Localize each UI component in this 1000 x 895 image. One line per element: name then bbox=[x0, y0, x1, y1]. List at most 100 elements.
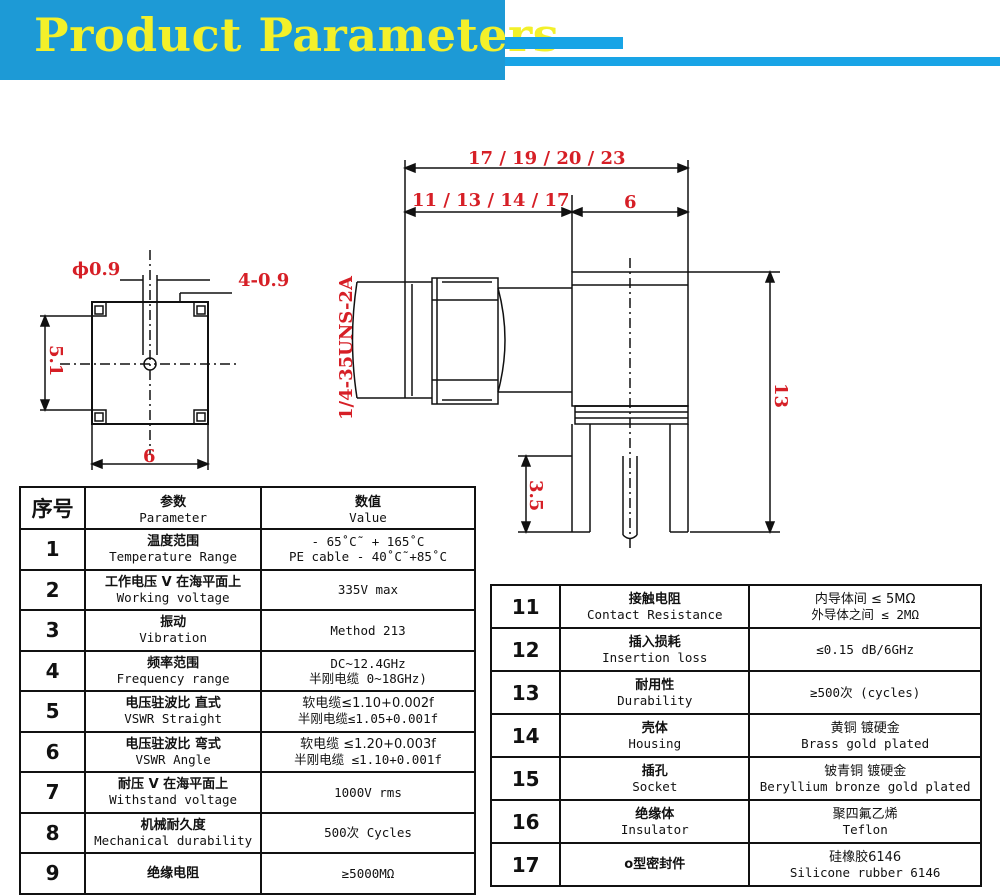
table-row: 9 绝缘电阻 ≥5000MΩ bbox=[18, 852, 477, 895]
parameter-zh: 绝缘体 bbox=[635, 806, 675, 822]
row-number: 2 bbox=[18, 568, 87, 611]
parameter-zh: 电压驻波比 弯式 bbox=[125, 736, 221, 752]
value-line: 500次 Cycles bbox=[324, 825, 412, 841]
thread-spec-label: 1/4-35UNS-2A bbox=[336, 275, 357, 420]
value-line: 软电缆≤1.10+0.002f bbox=[302, 696, 434, 712]
value-cell: ≥500次 (cycles) bbox=[748, 670, 982, 715]
parameter-en: Working voltage bbox=[116, 589, 230, 605]
row-number: 9 bbox=[18, 852, 87, 895]
value-line: Method 213 bbox=[330, 622, 406, 638]
row-number: 6 bbox=[18, 730, 87, 773]
parameter-zh: 壳体 bbox=[641, 720, 668, 736]
value-cell: ≤0.15 dB/6GHz bbox=[748, 627, 982, 672]
value-cell: ≥5000MΩ bbox=[259, 852, 477, 895]
row-number: 3 bbox=[18, 609, 87, 652]
parameter-en: Mechanical durability bbox=[94, 832, 253, 848]
header-value-zh: 数值 bbox=[354, 495, 381, 510]
dim-head-length-label: 6 bbox=[624, 192, 637, 213]
value-line: 半刚电缆 0~18GHz) bbox=[309, 670, 427, 686]
value-line: Beryllium bronze gold plated bbox=[759, 778, 971, 794]
row-number: 8 bbox=[18, 811, 87, 854]
parameter-zh: 工作电压 V 在海平面上 bbox=[105, 574, 242, 590]
parameter-zh: 绝缘电阻 bbox=[147, 865, 200, 881]
value-line: Teflon bbox=[842, 821, 888, 837]
dim-side-height-label: 13 bbox=[770, 383, 791, 408]
dim-pin-label: 4-0.9 bbox=[238, 270, 289, 291]
parameter-zh: 耐用性 bbox=[635, 677, 675, 693]
row-number: 5 bbox=[18, 690, 87, 733]
value-cell: 500次 Cycles bbox=[259, 811, 477, 854]
value-line: ≥5000MΩ bbox=[341, 865, 395, 881]
row-number: 11 bbox=[489, 584, 562, 629]
row-number: 13 bbox=[489, 670, 562, 715]
value-line: 335V max bbox=[337, 582, 399, 598]
value-line: 半刚电缆≤1.05+0.001f bbox=[297, 711, 439, 727]
row-number: 15 bbox=[489, 756, 562, 801]
header-param-en: Parameter bbox=[139, 510, 207, 525]
parameter-en: Durability bbox=[617, 692, 693, 708]
row-number: 17 bbox=[489, 842, 562, 887]
value-line: 外导体之间 ≤ 2MΩ bbox=[811, 606, 919, 622]
parameter-zh: 频率范围 bbox=[147, 655, 200, 671]
row-number: 12 bbox=[489, 627, 562, 672]
page-title: Product Parameters bbox=[34, 8, 560, 62]
value-cell: 1000V rms bbox=[259, 771, 477, 814]
parameter-zh: 电压驻波比 直式 bbox=[125, 696, 221, 712]
dim-body-length-label: 11 / 13 / 14 / 17 bbox=[412, 190, 570, 211]
parameter-cell: o型密封件 bbox=[559, 842, 751, 887]
parameter-zh: 接触电阻 bbox=[628, 591, 681, 607]
value-line: 1000V rms bbox=[334, 784, 402, 800]
value-line: Silicone rubber 6146 bbox=[789, 864, 941, 880]
row-number: 1 bbox=[18, 528, 87, 571]
value-cell: 335V max bbox=[259, 568, 477, 611]
row-number: 16 bbox=[489, 799, 562, 844]
value-line: 软电缆 ≤1.20+0.003f bbox=[300, 736, 436, 752]
parameter-zh: o型密封件 bbox=[624, 857, 686, 872]
parameter-en: Socket bbox=[632, 778, 678, 794]
value-line: DC~12.4GHz bbox=[330, 655, 406, 671]
parameter-en: VSWR Straight bbox=[124, 711, 223, 727]
parameter-en: Vibration bbox=[139, 630, 207, 646]
value-cell: Method 213 bbox=[259, 609, 477, 652]
parameter-en: Contact Resistance bbox=[587, 606, 723, 622]
dim-front-height-label: 5.1 bbox=[45, 345, 66, 376]
value-line: 铍青铜 镀硬金 bbox=[824, 763, 907, 779]
value-line: 内导体间 ≤ 5MΩ bbox=[814, 591, 916, 607]
accent-bar-short bbox=[505, 37, 623, 49]
parameter-zh: 耐压 V 在海平面上 bbox=[118, 777, 229, 793]
value-line: 聚四氟乙烯 bbox=[832, 806, 898, 822]
header-value-en: Value bbox=[349, 510, 387, 525]
parameter-cell: 绝缘电阻 bbox=[84, 852, 262, 895]
parameter-en: Temperature Range bbox=[109, 549, 238, 565]
parameter-en: Frequency range bbox=[116, 670, 230, 686]
technical-drawing: ϕ0.9 4-0.9 5.1 6 17 / 19 / 20 / 23 11 / … bbox=[39, 148, 791, 550]
value-line: ≤0.15 dB/6GHz bbox=[816, 642, 915, 657]
parameter-en: Insulator bbox=[620, 821, 689, 837]
